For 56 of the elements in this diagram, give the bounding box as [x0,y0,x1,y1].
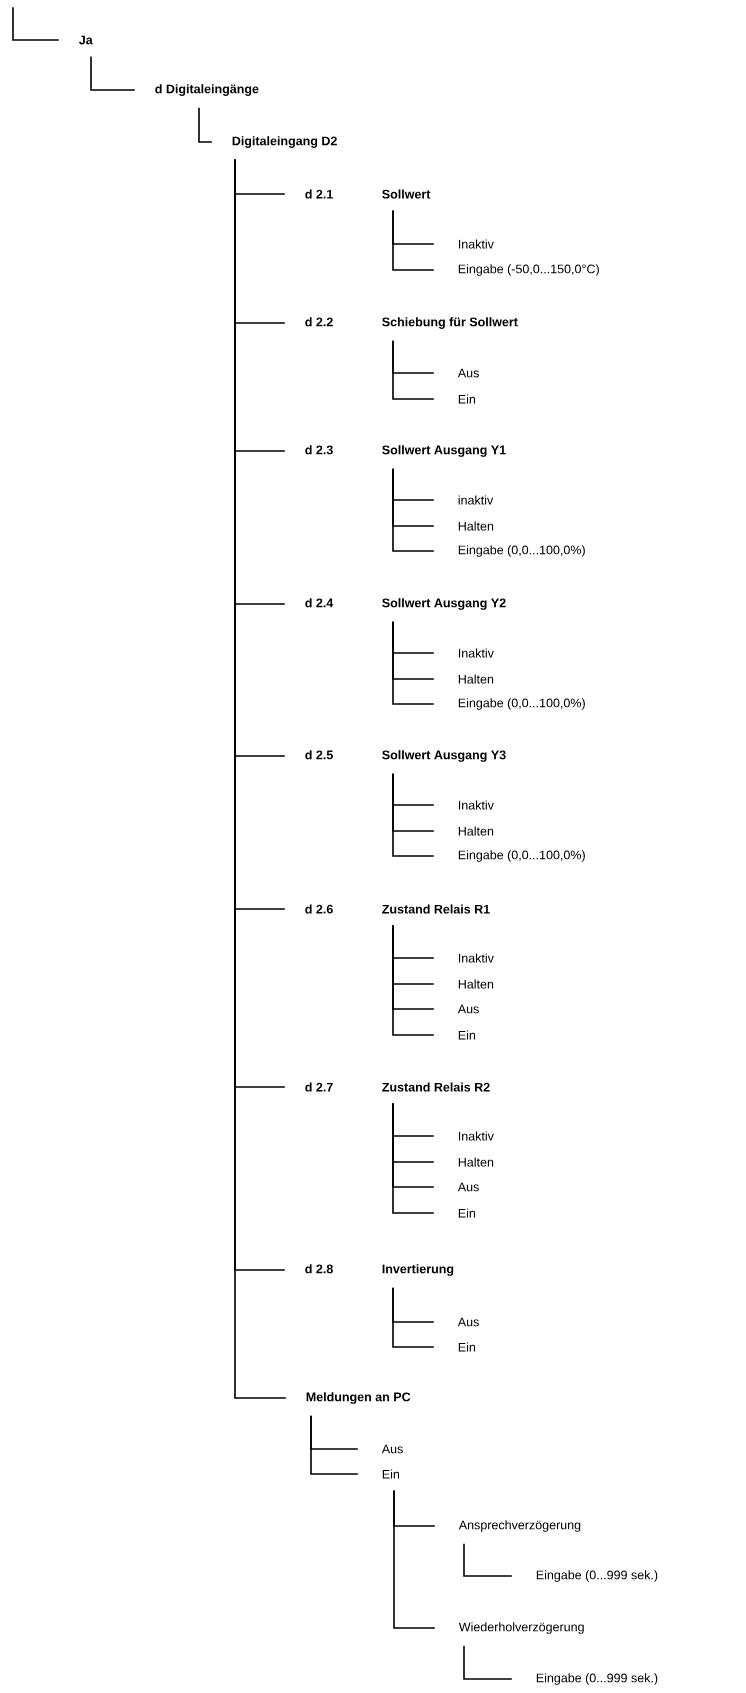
heading-label: Ja [79,35,93,45]
option-label: Inaktiv [458,953,494,963]
option-label: Inaktiv [458,648,494,658]
option-label: Inaktiv [458,239,494,249]
heading-label: d Digitaleingänge [155,84,259,96]
tree-connector [393,1490,435,1629]
option-label: Inaktiv [458,800,494,810]
option-label: Eingabe (0,0...100,0%) [458,698,585,710]
option-label: Halten [458,521,494,531]
tree-connector [392,1103,434,1214]
tree-connector [198,107,212,143]
option-label: Halten [458,674,494,684]
option-label: Aus [457,368,479,378]
section-heading: d 2.3 Sollwert Ausgang Y1 [305,445,506,457]
option-label: Eingabe (0,0...100,0%) [458,850,585,862]
option-label: Aus [457,1004,479,1014]
option-label: Wiederholverzögerung [458,1622,584,1634]
option-label: Aus [457,1182,479,1192]
option-label: Halten [458,979,494,989]
option-label: Eingabe (0...999 sek.) [536,1673,658,1685]
section-heading: d 2.6 Zustand Relais R1 [305,904,490,914]
option-label: Ein [458,1208,476,1218]
section-heading: d 2.5 Sollwert Ausgang Y3 [305,750,506,762]
option-label: Eingabe (-50,0...150,0°C) [458,264,599,276]
tree-connector [392,340,434,400]
option-label: Eingabe (0...999 sek.) [536,1570,658,1582]
option-label: Ansprechverzögerung [458,1520,581,1532]
section-heading: d 2.2 Schiebung für Sollwert [305,317,518,329]
heading-label: Meldungen an PC [306,1392,411,1404]
tree-connector [392,1287,434,1348]
tree-connector [392,621,434,705]
tree-connector [392,210,434,271]
section-heading: d 2.4 Sollwert Ausgang Y2 [305,598,506,610]
option-label: Ein [458,394,476,404]
tree-connector [310,1415,358,1475]
section-heading: d 2.7 Zustand Relais R2 [305,1082,490,1092]
option-label: Ein [458,1030,476,1040]
section-heading: d 2.1 Sollwert [305,189,431,199]
option-label: Eingabe (0,0...100,0%) [458,545,585,557]
option-label: Aus [381,1444,403,1454]
option-label: Aus [457,1317,479,1327]
option-label: Inaktiv [458,1131,494,1141]
option-label: Ein [458,1342,476,1352]
option-label: Ein [382,1469,400,1479]
tree-connector [90,56,135,91]
option-label: inaktiv [458,495,494,505]
tree-connector [392,925,434,1036]
tree-connector [392,468,434,552]
option-label: Halten [458,1157,494,1167]
section-heading: d 2.8 Invertierung [305,1264,454,1276]
tree-connector [463,1645,512,1680]
option-label: Halten [458,826,494,836]
tree-connector [12,7,59,41]
tree-connector [463,1543,512,1577]
heading-label: Digitaleingang D2 [232,136,337,148]
tree-connector [392,773,434,857]
